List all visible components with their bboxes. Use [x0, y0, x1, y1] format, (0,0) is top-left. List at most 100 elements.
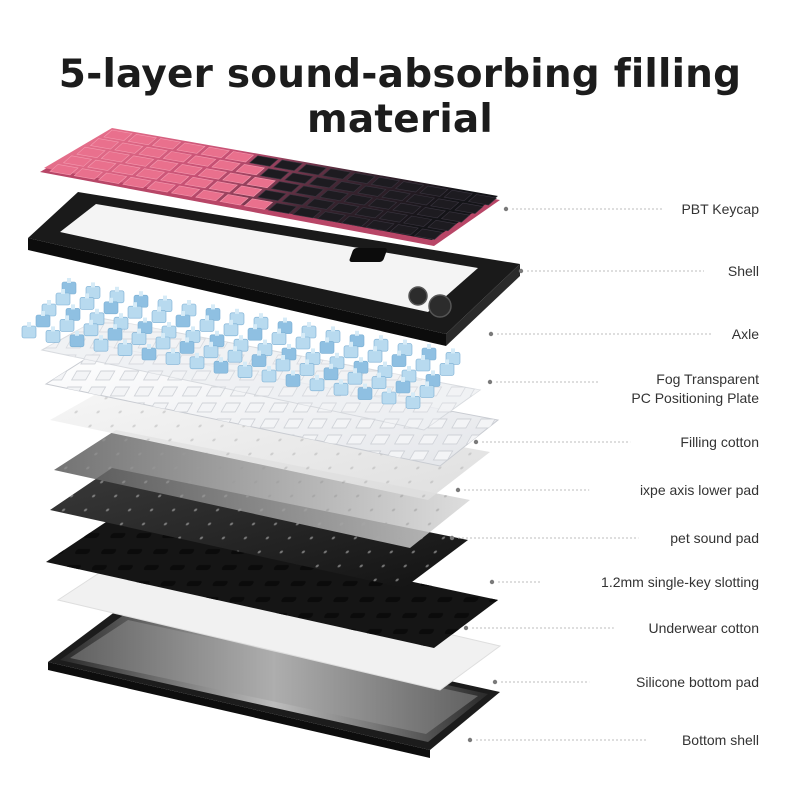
- label-line: Underwear cotton: [648, 619, 759, 636]
- keycap: [284, 172, 314, 184]
- switch: [21, 325, 37, 339]
- keycap: [340, 215, 371, 227]
- ixpe-pad-layer: [54, 430, 470, 548]
- keycap: [394, 181, 425, 193]
- keycap: [413, 228, 444, 240]
- switch-stem: [355, 330, 359, 336]
- switch-stem: [263, 339, 267, 345]
- label-slotting: 1.2mm single-key slotting: [601, 573, 759, 592]
- switch-stem: [331, 326, 335, 332]
- keycap: [295, 185, 325, 197]
- keycap: [219, 194, 249, 206]
- keycap: [430, 198, 460, 210]
- switch-stem: [257, 350, 261, 356]
- keycap: [197, 168, 228, 180]
- keycap: [346, 172, 376, 184]
- switch-cluster: [21, 278, 461, 409]
- keycap: [232, 185, 263, 197]
- keycap: [235, 164, 265, 176]
- switch-stem: [287, 344, 291, 349]
- switch: [247, 327, 263, 341]
- keycap: [370, 176, 400, 189]
- label-bottom-shell: Bottom shell: [682, 731, 759, 750]
- switch: [415, 358, 431, 372]
- switch: [319, 341, 335, 354]
- switch-stem: [137, 328, 141, 334]
- switch-stem: [109, 297, 113, 303]
- keycap: [403, 215, 433, 227]
- label-axle: Axle: [732, 325, 759, 344]
- switch: [213, 360, 229, 374]
- keycap: [103, 129, 133, 141]
- switch-stem: [235, 308, 239, 314]
- leader-dot: [467, 737, 473, 743]
- keycap: [195, 189, 225, 202]
- keycap: [454, 202, 484, 214]
- switch: [419, 385, 435, 398]
- label-line: Bottom shell: [681, 731, 759, 748]
- switch-stem: [161, 333, 165, 338]
- bottom-shell-layer: [48, 608, 500, 758]
- keycap: [367, 198, 398, 210]
- switch-stem: [253, 324, 257, 330]
- keycap: [332, 181, 363, 193]
- keycap: [389, 224, 419, 236]
- label-line: ixpe axis lower pad: [639, 481, 759, 498]
- keycap: [427, 219, 457, 232]
- label-silicone-pad: Silicone bottom pad: [636, 673, 759, 692]
- keycap: [149, 159, 179, 171]
- keycap: [200, 146, 230, 159]
- label-line: Filling cotton: [680, 433, 759, 450]
- keycap: [211, 159, 241, 171]
- switch-stem: [51, 326, 55, 332]
- switch: [155, 336, 171, 350]
- switch-stem: [325, 337, 329, 343]
- switch-stem: [123, 339, 127, 345]
- switch: [285, 374, 301, 387]
- keycap: [316, 211, 346, 223]
- switch: [405, 396, 421, 409]
- switch-stem: [281, 355, 285, 360]
- switch: [323, 367, 339, 381]
- switch-stem: [47, 300, 51, 305]
- switch-stem: [373, 346, 377, 352]
- switch-stem: [359, 357, 363, 363]
- label-underwear-cotton: Underwear cotton: [648, 619, 759, 638]
- keycap: [268, 202, 298, 214]
- switch: [131, 332, 147, 345]
- filling-cotton-layer: [50, 384, 490, 500]
- switch: [35, 314, 51, 328]
- keycap: [416, 207, 446, 219]
- keycap: [467, 194, 498, 206]
- label-line: pet sound pad: [670, 529, 759, 546]
- leader-dot: [492, 679, 498, 685]
- keycap: [440, 211, 471, 223]
- keycap: [443, 189, 473, 202]
- keycap: [111, 164, 141, 176]
- label-line: Axle: [731, 325, 759, 342]
- switch-stem: [191, 326, 195, 332]
- keycap: [392, 202, 422, 214]
- switch: [227, 349, 243, 363]
- switch-stem: [211, 304, 215, 310]
- switch-stem: [421, 355, 425, 360]
- keycap: [100, 151, 130, 163]
- switch: [439, 363, 455, 376]
- switch: [275, 358, 291, 372]
- keycap: [146, 181, 176, 193]
- switch-stem: [451, 348, 455, 354]
- label-shell: Shell: [728, 262, 759, 281]
- switch-stem: [233, 346, 237, 352]
- switch-stem: [387, 388, 391, 393]
- switch-stem: [133, 302, 137, 308]
- switch: [151, 310, 167, 323]
- switch: [199, 319, 215, 332]
- switch: [251, 354, 267, 367]
- label-pbt-keycap: PBT Keycap: [681, 200, 759, 219]
- switch-stem: [445, 359, 449, 365]
- keycap: [292, 207, 322, 219]
- keycap: [281, 194, 311, 206]
- switch-stem: [267, 366, 271, 371]
- switch-stem: [311, 348, 315, 354]
